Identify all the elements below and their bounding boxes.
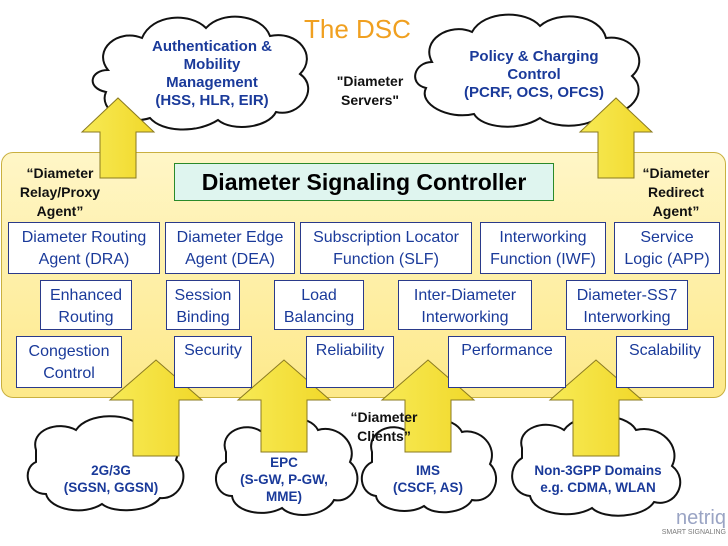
arrow-up-redirect	[578, 97, 654, 179]
box-security: Security	[174, 336, 252, 388]
label-redirect-agent: “Diameter Redirect Agent”	[642, 165, 710, 219]
cloud-2g3g-text: 2G/3G (SGSN, GGSN)	[63, 463, 159, 495]
cloud-policy	[414, 13, 641, 128]
cloud-auth-text: Authentication & Mobility Management (HS…	[152, 38, 272, 109]
controller-title: Diameter Signaling Controller	[174, 163, 554, 201]
box-reliability: Reliability	[306, 336, 394, 388]
cloud-policy-text: Policy & Charging Control (PCRF, OCS, OF…	[463, 48, 604, 101]
logo-tagline: SMART SIGNALING	[661, 529, 726, 536]
box-performance: Performance	[448, 336, 566, 388]
box-scalability: Scalability	[616, 336, 714, 388]
arrow-up-relay	[80, 97, 156, 179]
cloud-epc-text: EPC (S-GW, P-GW, MME)	[240, 455, 328, 504]
cloud-non3gpp-text: Non-3GPP Domains e.g. CDMA, WLAN	[534, 463, 662, 495]
label-diameter-clients: “Diameter Clients”	[350, 409, 418, 444]
cloud-non3gpp	[511, 414, 682, 517]
label-diameter-servers: "Diameter Servers"	[336, 73, 404, 108]
logo-name: netriq	[675, 507, 726, 529]
label-relay-proxy-agent: “Diameter Relay/Proxy Agent”	[19, 165, 101, 219]
logo: netriq SMART SIGNALING	[660, 508, 726, 537]
cloud-ims-text: IMS (CSCF, AS)	[393, 463, 463, 495]
page-title: The DSC	[304, 14, 411, 44]
